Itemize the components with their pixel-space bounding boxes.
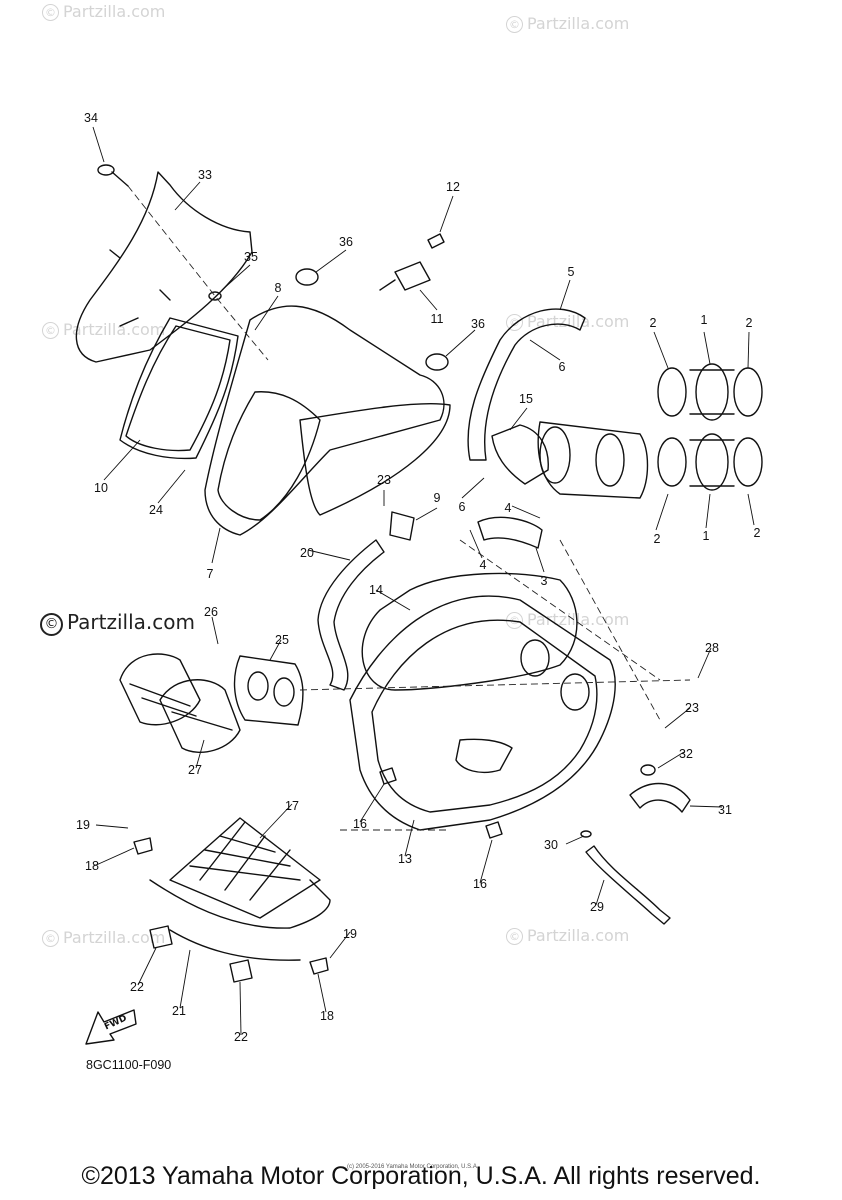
callout-label: 31 — [718, 803, 732, 817]
callout-label: 21 — [172, 1004, 186, 1018]
watermark-text: Partzilla.com — [527, 926, 630, 945]
callout-label: 7 — [206, 567, 214, 581]
callout-label: 3 — [540, 574, 548, 588]
watermark-text: Partzilla.com — [67, 610, 195, 634]
callout-label: 14 — [369, 583, 383, 597]
copyright-icon: © — [42, 322, 59, 339]
callout-label: 18 — [85, 859, 99, 873]
copyright-icon: © — [506, 16, 523, 33]
callout-label: 15 — [519, 392, 533, 406]
air-filter-element — [361, 572, 578, 691]
forward-arrow-icon: FWD — [84, 1008, 138, 1051]
callout-label: 36 — [471, 317, 485, 331]
watermark: ©Partzilla.com — [42, 928, 165, 947]
watermark-text: Partzilla.com — [63, 320, 166, 339]
callout-label: 16 — [473, 877, 487, 891]
watermark-text: Partzilla.com — [63, 2, 166, 21]
callout-label: 30 — [544, 838, 558, 852]
callout-label: 28 — [705, 641, 719, 655]
callout-label: 36 — [339, 235, 353, 249]
callout-label: 25 — [275, 633, 289, 647]
outlet-hose — [629, 782, 691, 813]
drain-tube — [585, 845, 671, 925]
callout-label: 19 — [343, 927, 357, 941]
callout-label: 27 — [188, 763, 202, 777]
air-box-upper-case — [204, 305, 445, 536]
callout-label: 12 — [446, 180, 460, 194]
watermark-text: Partzilla.com — [63, 928, 166, 947]
seal — [149, 879, 331, 929]
watermark: ©Partzilla.com — [42, 2, 165, 21]
callout-label: 35 — [244, 250, 258, 264]
callout-label: 6 — [458, 500, 466, 514]
copyright-icon: © — [42, 930, 59, 947]
intake-funnel — [119, 653, 201, 726]
copyright-icon: © — [42, 4, 59, 21]
callout-label: 34 — [84, 111, 98, 125]
callout-label: 2 — [653, 532, 661, 546]
callout-label: 13 — [398, 852, 412, 866]
fine-print: (c) 2005-2016 Yamaha Motor Corporation, … — [347, 1164, 479, 1170]
watermark: ©Partzilla.com — [506, 14, 629, 33]
watermark-text: Partzilla.com — [527, 14, 630, 33]
callout-label: 16 — [353, 817, 367, 831]
callout-label: 5 — [567, 265, 575, 279]
main-watermark: ©Partzilla.com — [40, 610, 195, 636]
drawing-code: 8GC1100-F090 — [86, 1058, 172, 1072]
callout-label: 6 — [558, 360, 566, 374]
breather-hose — [467, 308, 586, 461]
side-cover — [75, 171, 253, 363]
callout-label: 17 — [285, 799, 299, 813]
callout-label: 1 — [702, 529, 710, 543]
callout-label: 18 — [320, 1009, 334, 1023]
callout-label: 22 — [130, 980, 144, 994]
copyright-icon: © — [40, 613, 63, 636]
air-box-gasket — [119, 317, 239, 460]
copyright-icon: © — [506, 314, 523, 331]
throttle-body — [537, 421, 649, 499]
callout-label: 33 — [198, 168, 212, 182]
intake-screen — [169, 817, 321, 919]
watermark-text: Partzilla.com — [527, 312, 630, 331]
callout-label: 10 — [94, 481, 108, 495]
callout-label: 1 — [700, 313, 708, 327]
joint-plate — [233, 655, 304, 726]
copyright-notice: ©2013 Yamaha Motor Corporation, U.S.A. A… — [81, 1162, 761, 1190]
callout-label: 11 — [430, 312, 444, 326]
callout-label: 2 — [745, 316, 753, 330]
watermark: ©Partzilla.com — [506, 312, 629, 331]
callout-label: 2 — [753, 526, 761, 540]
callout-label: 32 — [679, 747, 693, 761]
callout-label: 29 — [590, 900, 604, 914]
drain-hose — [317, 539, 385, 691]
callout-label: 4 — [504, 501, 512, 515]
callout-label: 24 — [149, 503, 163, 517]
callout-label: 20 — [300, 546, 314, 560]
watermark: ©Partzilla.com — [506, 926, 629, 945]
callout-label: 8 — [274, 281, 282, 295]
callout-label: 19 — [76, 818, 90, 832]
watermark: ©Partzilla.com — [42, 320, 165, 339]
callout-label: 9 — [433, 491, 441, 505]
callout-label: 4 — [479, 558, 487, 572]
callout-label: 23 — [685, 701, 699, 715]
air-box-lower-case — [349, 595, 616, 831]
callout-label: 2 — [649, 316, 657, 330]
callout-label: 22 — [234, 1030, 248, 1044]
copyright-icon: © — [506, 928, 523, 945]
callout-label: 23 — [377, 473, 391, 487]
callout-label: 26 — [204, 605, 218, 619]
watermark-text: Partzilla.com — [527, 610, 630, 629]
